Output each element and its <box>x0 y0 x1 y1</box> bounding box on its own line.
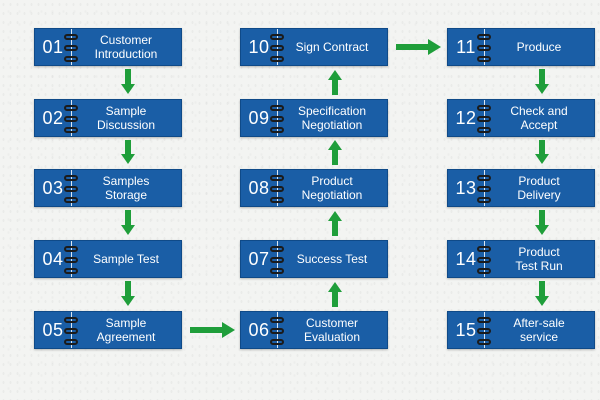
arrow-right-icon <box>396 39 441 55</box>
binder-rings-icon <box>64 244 78 276</box>
step-14: 14 Product Test Run <box>447 240 595 278</box>
binder-rings-icon <box>270 103 284 135</box>
arrow-down-icon <box>535 210 549 235</box>
step-08: 08 Product Negotiation <box>240 169 388 207</box>
step-label: Specification Negotiation <box>297 104 367 132</box>
step-divider <box>484 241 485 277</box>
binder-rings-icon <box>270 173 284 205</box>
arrow-right-icon <box>190 322 235 338</box>
arrow-up-icon <box>328 211 342 236</box>
step-divider <box>71 241 72 277</box>
step-number: 03 <box>42 177 64 198</box>
step-divider <box>71 100 72 136</box>
step-label: Produce <box>516 40 562 54</box>
step-number: 09 <box>248 107 270 128</box>
step-divider <box>484 312 485 348</box>
binder-rings-icon <box>270 32 284 64</box>
arrow-down-icon <box>121 281 135 306</box>
step-number: 05 <box>42 319 64 340</box>
step-number: 06 <box>248 319 270 340</box>
step-label: Customer Evaluation <box>303 316 361 344</box>
binder-rings-icon <box>64 103 78 135</box>
arrow-down-icon <box>121 140 135 164</box>
step-number: 07 <box>248 248 270 269</box>
step-number: 04 <box>42 248 64 269</box>
arrow-down-icon <box>535 281 549 306</box>
step-label: Product Negotiation <box>301 174 363 202</box>
step-divider <box>277 29 278 65</box>
binder-rings-icon <box>270 315 284 347</box>
arrow-down-icon <box>121 210 135 235</box>
arrow-down-icon <box>535 69 549 94</box>
step-02: 02 Sample Discussion <box>34 99 182 137</box>
arrow-up-icon <box>328 140 342 165</box>
step-divider <box>484 29 485 65</box>
binder-rings-icon <box>64 315 78 347</box>
step-label: Product Delivery <box>517 174 561 202</box>
binder-rings-icon <box>477 244 491 276</box>
step-label: Sample Agreement <box>96 316 156 344</box>
step-12: 12 Check and Accept <box>447 99 595 137</box>
binder-rings-icon <box>477 103 491 135</box>
step-01: 01 Customer Introduction <box>34 28 182 66</box>
step-divider <box>484 100 485 136</box>
step-15: 15 After-sale service <box>447 311 595 349</box>
arrow-down-icon <box>535 140 549 164</box>
arrow-down-icon <box>121 69 135 94</box>
step-label: Sample Discussion <box>96 104 156 132</box>
step-divider <box>277 241 278 277</box>
step-divider <box>71 312 72 348</box>
step-number: 10 <box>248 36 270 57</box>
step-09: 09 Specification Negotiation <box>240 99 388 137</box>
step-07: 07 Success Test <box>240 240 388 278</box>
step-number: 08 <box>248 177 270 198</box>
binder-rings-icon <box>477 315 491 347</box>
step-label: Product Test Run <box>515 245 563 273</box>
arrow-up-icon <box>328 70 342 95</box>
step-label: Customer Introduction <box>94 33 158 61</box>
binder-rings-icon <box>64 173 78 205</box>
step-05: 05 Sample Agreement <box>34 311 182 349</box>
step-label: Sign Contract <box>295 40 369 54</box>
step-number: 15 <box>455 319 477 340</box>
step-label: Sample Test <box>93 252 159 266</box>
step-divider <box>277 100 278 136</box>
step-number: 01 <box>42 36 64 57</box>
step-label: Check and Accept <box>510 104 568 132</box>
step-number: 02 <box>42 107 64 128</box>
binder-rings-icon <box>64 32 78 64</box>
binder-rings-icon <box>270 244 284 276</box>
step-number: 12 <box>455 107 477 128</box>
step-divider <box>71 170 72 206</box>
binder-rings-icon <box>477 32 491 64</box>
step-label: Samples Storage <box>102 174 150 202</box>
arrow-up-icon <box>328 282 342 307</box>
step-03: 03 Samples Storage <box>34 169 182 207</box>
step-divider <box>277 170 278 206</box>
step-number: 13 <box>455 177 477 198</box>
step-divider <box>277 312 278 348</box>
step-divider <box>484 170 485 206</box>
step-10: 10 Sign Contract <box>240 28 388 66</box>
step-label: After-sale service <box>513 316 565 344</box>
step-number: 11 <box>456 36 476 57</box>
step-06: 06 Customer Evaluation <box>240 311 388 349</box>
step-11: 11 Produce <box>447 28 595 66</box>
step-label: Success Test <box>296 252 368 266</box>
binder-rings-icon <box>477 173 491 205</box>
step-04: 04 Sample Test <box>34 240 182 278</box>
step-divider <box>71 29 72 65</box>
step-number: 14 <box>455 248 477 269</box>
step-13: 13 Product Delivery <box>447 169 595 207</box>
